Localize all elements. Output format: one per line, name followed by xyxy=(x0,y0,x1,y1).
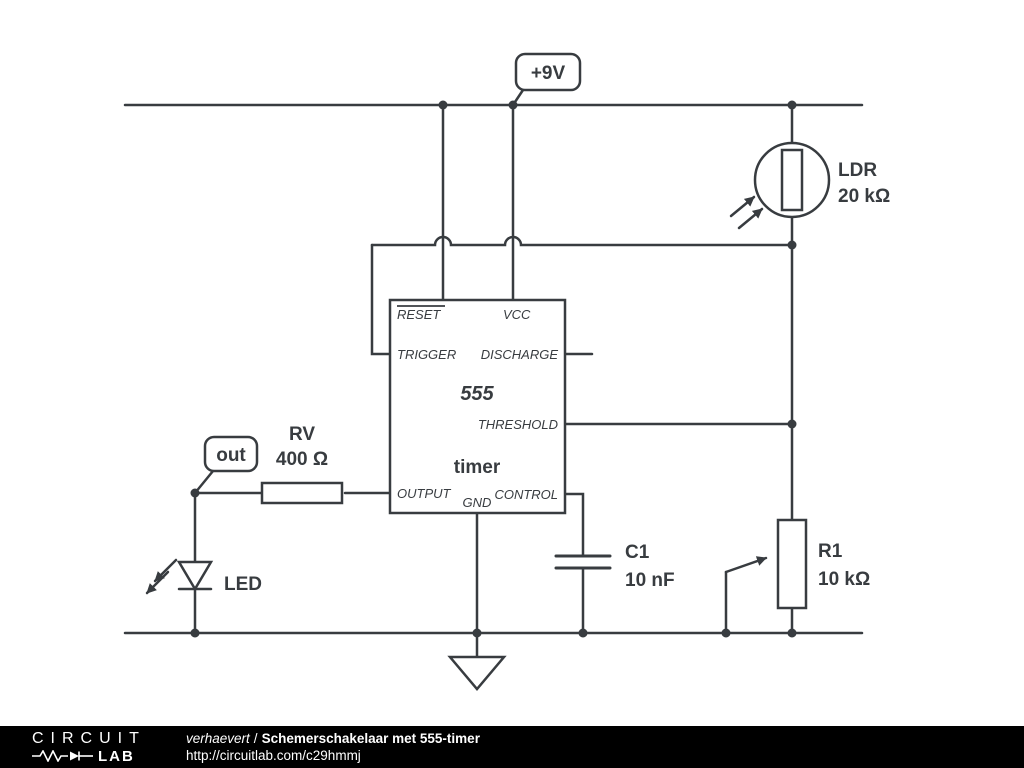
wire-control xyxy=(563,492,585,558)
power-label: +9V xyxy=(531,63,566,84)
author-name: verhaevert xyxy=(186,731,250,746)
pin-trigger: TRIGGER xyxy=(397,347,456,362)
wires xyxy=(193,103,794,659)
light-in-arrow-icon xyxy=(729,195,756,218)
circuit-byline: verhaevert/Schemerschakelaar met 555-tim… xyxy=(186,730,480,747)
power-callout: +9V xyxy=(511,52,582,107)
junction-dot xyxy=(787,419,797,429)
byline-separator: / xyxy=(253,731,258,746)
r1-value: 10 kΩ xyxy=(818,569,870,590)
wire-trigger xyxy=(370,243,392,356)
light-emit-arrow-icon xyxy=(145,570,170,595)
junction-dot xyxy=(787,240,797,250)
logo-text-lab: LAB xyxy=(98,747,135,765)
footer-bar: CIRCUIT LAB verhaevert/Schemerschakelaar… xyxy=(0,726,1024,768)
junction-dot xyxy=(721,628,731,638)
ldr-resistor-body xyxy=(780,148,804,212)
c1-value: 10 nF xyxy=(625,570,675,591)
rv-value: 400 Ω xyxy=(276,449,328,470)
ground-symbol xyxy=(447,655,507,691)
junction-dot xyxy=(578,628,588,638)
wiper-arrow-icon xyxy=(724,556,768,574)
ic-555-timer: RESET VCC TRIGGER DISCHARGE THRESHOLD OU… xyxy=(388,298,567,515)
r1-label: R1 xyxy=(818,541,843,562)
junction-dot xyxy=(190,628,200,638)
out-callout: out xyxy=(193,435,259,495)
led-label: LED xyxy=(224,574,262,595)
light-in-arrow-icon xyxy=(737,207,764,230)
pin-gnd: GND xyxy=(463,495,492,510)
pin-output: OUTPUT xyxy=(397,486,452,501)
ldr-value: 20 kΩ xyxy=(838,186,890,207)
r1-body xyxy=(776,518,808,610)
junction-dot xyxy=(438,100,448,110)
circuitlab-logo: CIRCUIT LAB xyxy=(0,729,186,765)
junction-dot xyxy=(787,100,797,110)
ic-subtitle: timer xyxy=(454,457,501,478)
ic-name: 555 xyxy=(460,383,494,405)
ldr-label: LDR xyxy=(838,160,877,181)
logo-text-circuit: CIRCUIT xyxy=(32,729,146,747)
junction-dots xyxy=(190,100,797,638)
circuit-title: Schemerschakelaar met 555-timer xyxy=(261,731,480,746)
capacitor-c1: C1 10 nF xyxy=(554,542,675,591)
potentiometer-r1: R1 10 kΩ xyxy=(724,518,870,610)
led-triangle xyxy=(176,560,214,592)
led: LED xyxy=(145,558,262,595)
pin-discharge: DISCHARGE xyxy=(481,347,559,362)
resistor-diode-icon xyxy=(32,750,93,762)
junction-dot xyxy=(472,628,482,638)
rv-label: RV xyxy=(289,424,315,445)
out-label: out xyxy=(216,445,246,466)
pin-control: CONTROL xyxy=(494,487,558,502)
light-emit-arrow-icon xyxy=(153,558,178,583)
wire-ldr-to-trigger xyxy=(370,235,794,247)
pin-threshold: THRESHOLD xyxy=(478,417,558,432)
pin-vcc: VCC xyxy=(503,307,531,322)
pin-reset: RESET xyxy=(397,307,441,322)
schematic-canvas: +9V out RESET VCC TRIGGER DISCHARGE THRE… xyxy=(123,52,890,691)
resistor-rv: RV 400 Ω xyxy=(260,424,344,505)
c1-label: C1 xyxy=(625,542,650,563)
junction-dot xyxy=(787,628,797,638)
circuit-url: http://circuitlab.com/c29hmmj xyxy=(186,748,361,763)
ldr: LDR 20 kΩ xyxy=(729,141,890,230)
footer-meta: verhaevert/Schemerschakelaar met 555-tim… xyxy=(186,730,480,764)
